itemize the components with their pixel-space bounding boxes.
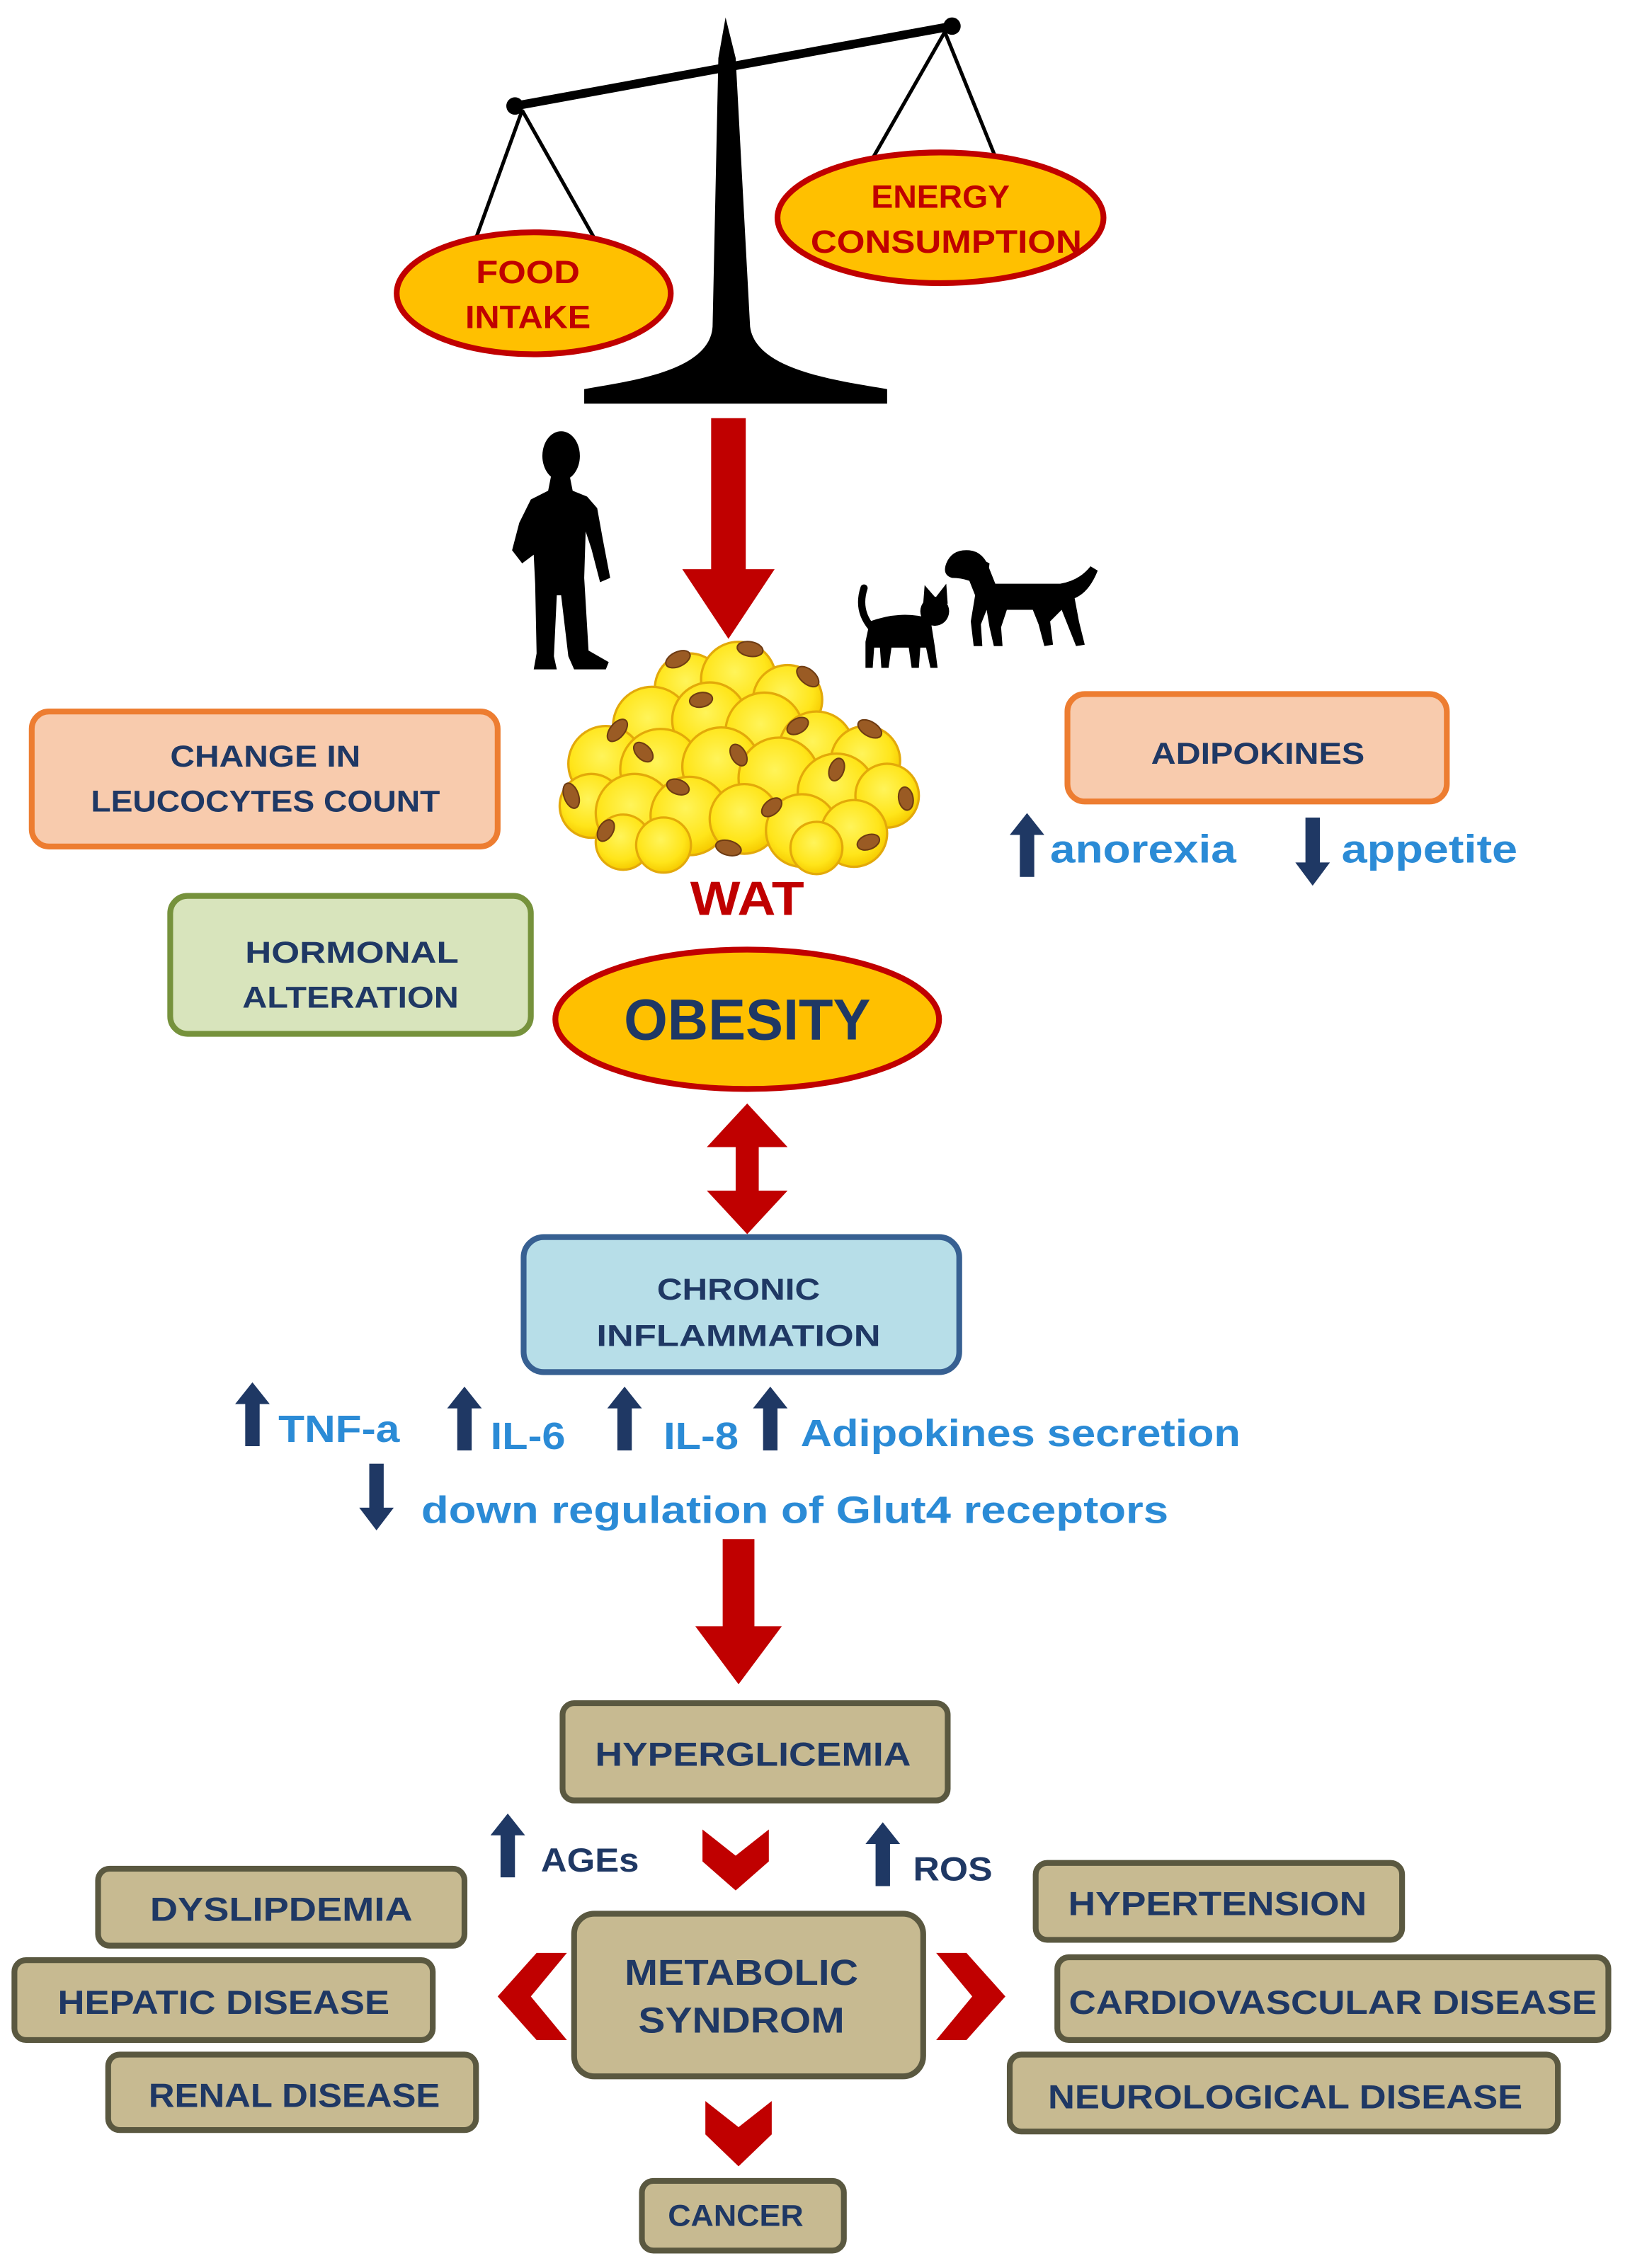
arrow-up-icon: [235, 1382, 270, 1447]
arrow-up-icon: [447, 1386, 482, 1451]
marker-il-6: IL-6: [491, 1416, 566, 1457]
chevron-right-icon: [936, 1952, 1005, 2040]
outcome-cancer: CANCER: [639, 2177, 847, 2254]
food-intake-pan: FOOD INTAKE: [394, 229, 674, 357]
scale-beam-left-end: [506, 97, 524, 115]
chronic-inflammation-box: CHRONIC INFLAMMATION: [520, 1234, 962, 1375]
marker-il-8: IL-8: [663, 1416, 739, 1457]
marker-ros: ROS: [913, 1850, 993, 1887]
marker-ages: AGEs: [541, 1841, 639, 1879]
scale-pillar: [584, 17, 887, 404]
dog-silhouette-icon: [945, 550, 1098, 646]
scale-beam-right-end: [943, 17, 961, 35]
cancer-label: CANCER: [668, 2199, 804, 2233]
leucocytes-box-label-line-1: CHANGE IN: [170, 740, 360, 774]
inflammation-label-line-2: INFLAMMATION: [596, 1319, 880, 1353]
wat-label: WAT: [690, 872, 804, 925]
marker-tnf-a: TNF-a: [278, 1409, 400, 1450]
energy-consumption-pan: ENERGY CONSUMPTION: [774, 149, 1107, 287]
arrow-down-icon: [682, 418, 775, 639]
outcome-renal-disease: RENAL DISEASE: [105, 2051, 479, 2134]
adipokines-box-label: ADIPOKINES: [1151, 737, 1365, 771]
outcome-label: HYPERTENSION: [1068, 1884, 1367, 1922]
chevron-down-icon: [705, 2101, 772, 2167]
hyperglycemia-box: HYPERGLICEMIA: [559, 1700, 951, 1804]
double-arrow-icon: [707, 1103, 788, 1235]
outcome-label: DYSLIPDEMIA: [150, 1891, 413, 1928]
marker-adipokines-secretion: Adipokines secretion: [801, 1413, 1241, 1455]
outcome-neurological-disease: NEUROLOGICAL DISEASE: [1006, 2051, 1561, 2135]
outcome-label: NEUROLOGICAL DISEASE: [1048, 2078, 1522, 2115]
food-intake-ellipse: [394, 229, 674, 357]
outcome-label: CARDIOVASCULAR DISEASE: [1069, 1983, 1597, 2021]
energy-consumption-label-line-1: ENERGY: [871, 178, 1010, 214]
arrow-up-icon: [1010, 813, 1044, 877]
arrow-up-icon: [490, 1813, 525, 1878]
right-pan-string-a: [871, 30, 947, 159]
left-pan-string-b: [520, 109, 596, 239]
outcome-label: HEPATIC DISEASE: [57, 1983, 389, 2021]
hyperglycemia-label: HYPERGLICEMIA: [595, 1735, 911, 1772]
chevron-down-icon: [702, 1829, 769, 1891]
energy-consumption-label-line-2: CONSUMPTION: [811, 224, 1082, 260]
food-intake-label-line-2: INTAKE: [465, 299, 591, 335]
outcome-hepatic-disease: HEPATIC DISEASE: [11, 1957, 436, 2044]
arrow-up-icon: [865, 1822, 901, 1886]
arrow-down-icon: [695, 1539, 782, 1685]
metabolic-syndrome-box: METABOLIC SYNDROM: [571, 1911, 926, 2080]
right-pan-string-b: [942, 31, 998, 158]
outcome-label: RENAL DISEASE: [149, 2076, 440, 2114]
arrow-down-icon: [1295, 817, 1330, 886]
balance-scale-icon: [474, 17, 998, 404]
arrow-up-icon: [607, 1386, 642, 1451]
adipokines-effect-appetite: appetite: [1342, 827, 1518, 871]
outcome-hypertension: HYPERTENSION: [1032, 1860, 1406, 1943]
obesity-label: OBESITY: [624, 987, 870, 1052]
arrow-down-icon: [359, 1463, 394, 1530]
adipocyte-cluster-icon: [558, 640, 921, 876]
energy-consumption-ellipse: [774, 149, 1107, 287]
hormonal-box-label-line-2: ALTERATION: [242, 980, 459, 1014]
hormonal-box-label-line-1: HORMONAL: [245, 936, 459, 970]
adipokines-effect-anorexia: anorexia: [1050, 827, 1237, 871]
chevron-left-icon: [497, 1952, 567, 2040]
leucocytes-count-box: CHANGE IN LEUCOCYTES COUNT: [28, 708, 501, 849]
arrow-up-icon: [753, 1386, 788, 1451]
outcome-cardiovascular-disease: CARDIOVASCULAR DISEASE: [1054, 1954, 1612, 2044]
leucocytes-box-label-line-2: LEUCOCYTES COUNT: [91, 784, 440, 818]
scale-beam: [514, 21, 953, 110]
left-pan-string-a: [474, 110, 524, 239]
marker-glut4-down-regulation: down regulation of Glut4 receptors: [421, 1490, 1168, 1532]
obesity-node: OBESITY: [552, 946, 942, 1092]
man-silhouette-icon: [512, 431, 610, 670]
metabolic-syndrome-label-line-1: METABOLIC: [625, 1952, 858, 1993]
cat-silhouette-icon: [857, 583, 950, 668]
adipokines-box: ADIPOKINES: [1064, 691, 1450, 805]
hormonal-alteration-box: HORMONAL ALTERATION: [167, 893, 534, 1037]
food-intake-label-line-1: FOOD: [476, 254, 580, 290]
inflammation-label-line-1: CHRONIC: [657, 1273, 820, 1307]
metabolic-syndrome-label-line-2: SYNDROM: [638, 2000, 844, 2041]
outcome-dyslipidemia: DYSLIPDEMIA: [95, 1865, 468, 1949]
